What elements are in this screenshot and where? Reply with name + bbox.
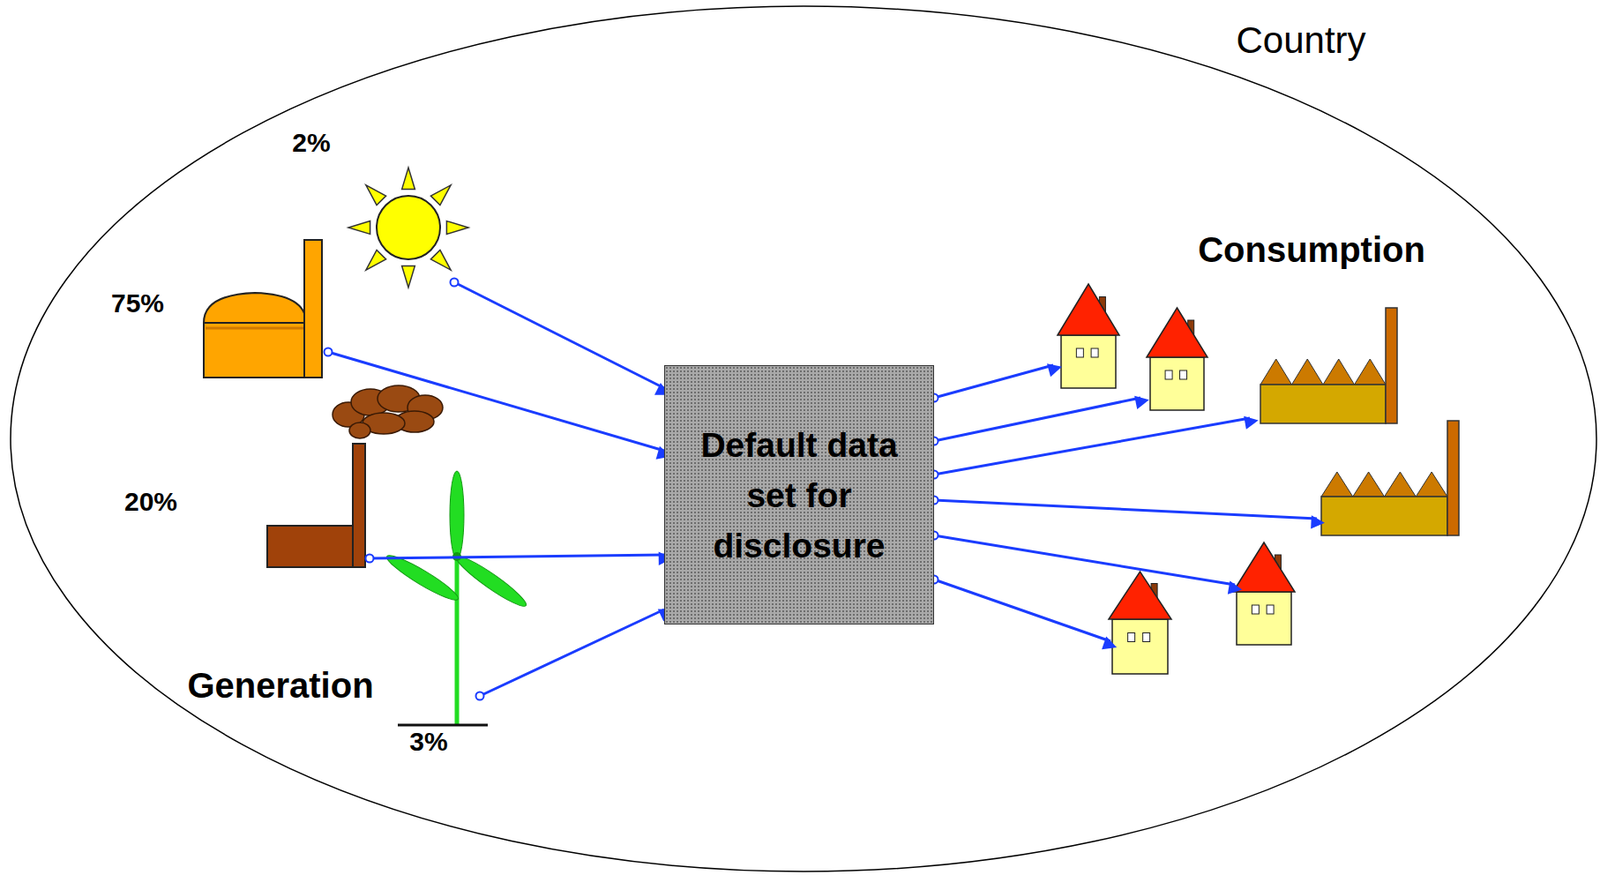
factory-icon [1321,420,1459,536]
house-icon [1233,542,1295,645]
house-icon [1057,284,1120,389]
biogas-source: 75% [201,239,329,380]
wind-turbine-icon [383,471,531,726]
supply-arrow [450,278,666,389]
coal-plant-icon [267,385,443,568]
sun-ray [348,221,371,235]
consumption-arrow [930,365,1055,403]
sun-ray [366,185,387,206]
sun-disc [376,195,441,260]
region-label: Country [1235,19,1366,62]
share-percentage: 2% [291,127,330,158]
house-icon [1146,307,1208,411]
biogas-plant-icon [203,239,322,378]
supply-arrow [366,554,666,563]
default-data-box: Default data set for disclosure [664,365,935,625]
sun-ray [366,249,387,270]
sun-ray [402,167,416,190]
supply-arrow [476,609,666,701]
consumption-arrow [930,397,1142,446]
group-heading: Generation [186,665,374,706]
house-icon [1108,571,1172,674]
consumption-arrow [930,496,1318,520]
sun-icon [348,167,469,288]
coal-source: 20% [264,388,370,569]
share-percentage: 3% [409,726,448,757]
share-percentage: 20% [124,486,178,517]
sun-ray [430,185,451,206]
group-heading: Consumption [1197,230,1426,270]
wind-source: 3% [379,476,480,727]
supply-arrow [324,348,666,452]
consumers-illustration [1057,284,1459,674]
consumption-arrow [930,531,1236,586]
consumption-arrow [930,575,1112,643]
share-percentage: 75% [111,288,165,319]
country-region: Country2%75%20%3%Default data set for di… [9,5,1598,873]
consumption-arrow [930,418,1251,479]
sun-ray [402,265,416,288]
sun-ray [446,221,469,235]
box-label: Default data set for disclosure [674,419,924,571]
sun-ray [430,249,451,270]
solar-source: 2% [373,167,455,287]
factory-icon [1260,307,1398,424]
